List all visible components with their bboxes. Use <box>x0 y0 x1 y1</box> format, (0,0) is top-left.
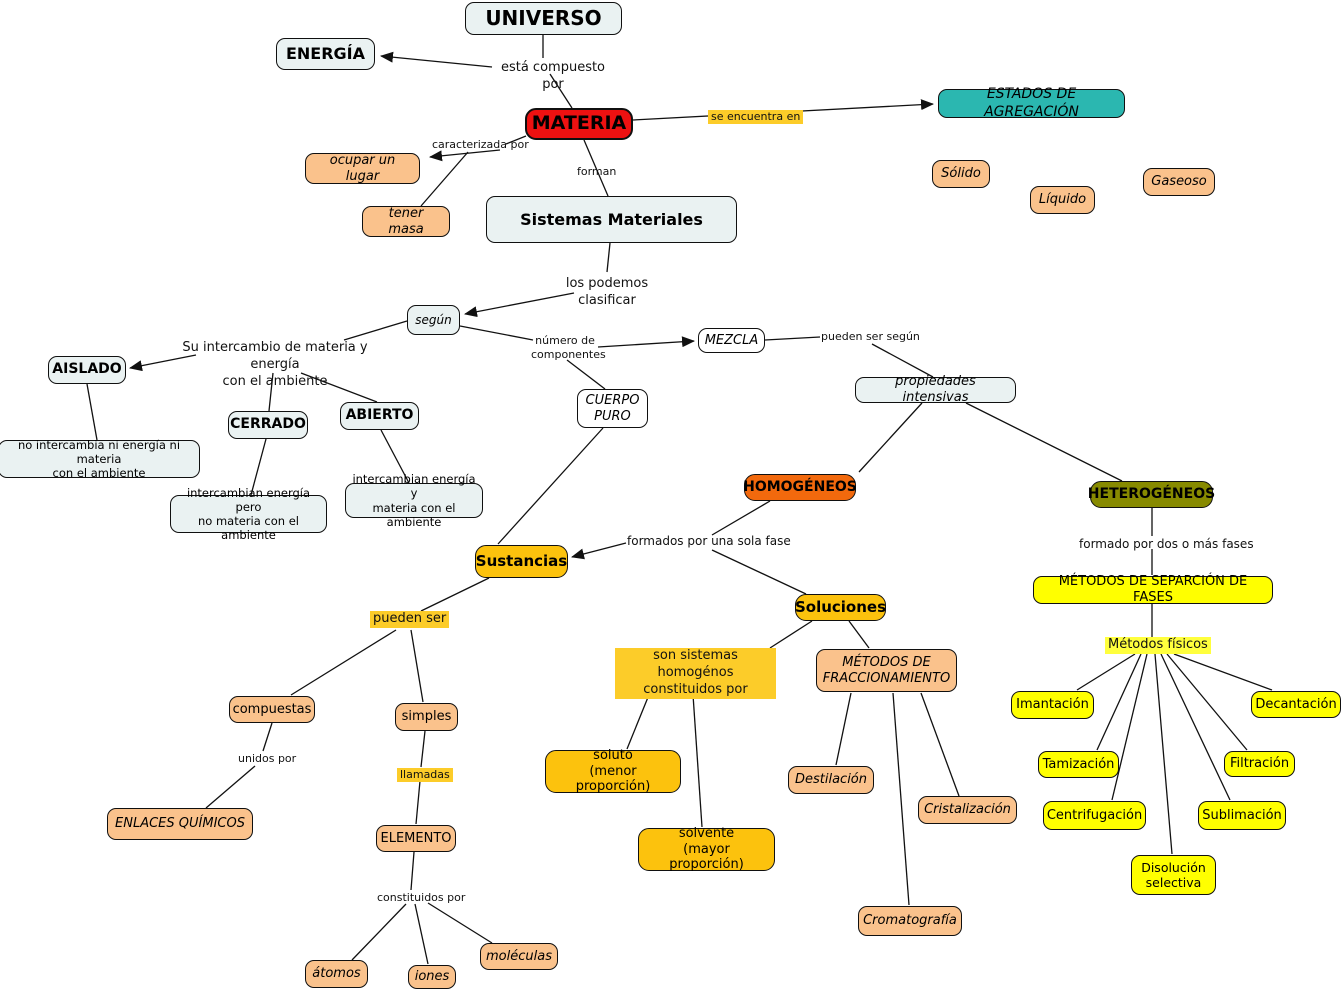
node-solvente[interactable]: solvente (mayor proporción) <box>638 826 775 872</box>
edge-label-esta-compuesto-por: está compuesto por <box>500 60 606 92</box>
node-metodos-de-fraccionamiento[interactable]: MÉTODOS DE FRACCIONAMIENTO <box>816 649 957 692</box>
node-cristalizacion[interactable]: Cristalización <box>918 796 1017 824</box>
edge-label-caracterizada-por: caracterizada por <box>432 138 529 151</box>
node-cromatografia[interactable]: Cromatografía <box>858 906 962 936</box>
node-centrifugacion[interactable]: Centrifugación <box>1043 801 1146 830</box>
edge-label-formados-por-una-sola-fase: formados por una sola fase <box>627 534 791 548</box>
edge-label-metodos-fisicos: Métodos físicos <box>1105 637 1211 654</box>
node-abierto-desc[interactable]: intercambian energía y materia con el am… <box>345 472 483 529</box>
node-propiedades-intensivas[interactable]: propiedades intensivas <box>855 374 1016 405</box>
node-sustancias[interactable]: Sustancias <box>475 545 568 578</box>
node-tamizacion[interactable]: Tamización <box>1038 751 1119 778</box>
node-aislado-desc[interactable]: no intercambia ni energía ni materia con… <box>0 438 200 480</box>
node-universo[interactable]: UNIVERSO <box>465 2 622 35</box>
node-imantacion[interactable]: Imantación <box>1011 691 1094 719</box>
node-filtracion[interactable]: Filtración <box>1224 751 1295 777</box>
edges-group <box>86 35 1273 965</box>
edge-label-los-podemos-clasificar: los podemos clasificar <box>565 276 649 308</box>
node-ocupar-un-lugar[interactable]: ocupar un lugar <box>305 153 420 184</box>
node-atomos[interactable]: átomos <box>305 960 368 988</box>
node-gaseoso[interactable]: Gaseoso <box>1143 168 1215 196</box>
node-metodos-de-separcion-de-fases[interactable]: MÉTODOS DE SEPARCIÓN DE FASES <box>1033 574 1273 605</box>
edge-label-forman: forman <box>577 165 617 178</box>
node-heterogeneos[interactable]: HETEROGÉNEOS <box>1088 481 1215 508</box>
edge-label-su-intercambio: Su intercambio de materia y energía con … <box>182 340 368 389</box>
node-sistemas-materiales[interactable]: Sistemas Materiales <box>486 196 737 243</box>
node-iones[interactable]: iones <box>408 965 456 989</box>
node-elemento[interactable]: ELEMENTO <box>376 825 456 852</box>
node-tener-masa[interactable]: tener masa <box>362 206 450 237</box>
node-cuerpo-puro[interactable]: CUERPO PURO <box>577 389 648 428</box>
node-destilacion[interactable]: Destilación <box>788 766 874 794</box>
edge-label-llamadas: llamadas <box>397 768 453 783</box>
node-cerrado-desc[interactable]: intercambian energía pero no materia con… <box>170 486 327 542</box>
node-enlaces-quimicos[interactable]: ENLACES QUÍMICOS <box>107 808 253 840</box>
node-disolucion-selectiva[interactable]: Disolución selectiva <box>1131 855 1216 895</box>
node-sublimacion[interactable]: Sublimación <box>1198 801 1286 830</box>
node-aislado[interactable]: AISLADO <box>48 356 126 384</box>
node-solido[interactable]: Sólido <box>932 160 990 188</box>
edge-label-pueden-ser-segun: pueden ser según <box>821 330 920 343</box>
edge-label-formado-por-dos-o-mas-fases: formado por dos o más fases <box>1079 537 1254 551</box>
node-soluto[interactable]: soluto (menor proporción) <box>545 748 681 794</box>
edge-label-se-encuentra-en: se encuentra en <box>708 110 804 125</box>
edge-label-pueden-ser: pueden ser <box>370 611 450 628</box>
edge-label-numero-de-componentes: número de componentes <box>531 334 606 362</box>
node-soluciones[interactable]: Soluciones <box>795 594 886 621</box>
node-homogeneos[interactable]: HOMOGÉNEOS <box>743 474 857 501</box>
node-compuestas[interactable]: compuestas <box>229 696 315 723</box>
node-segun[interactable]: según <box>407 305 460 335</box>
node-mezcla[interactable]: MEZCLA <box>698 328 765 353</box>
node-simples[interactable]: simples <box>395 703 458 731</box>
node-energia[interactable]: ENERGÍA <box>276 38 375 70</box>
node-abierto[interactable]: ABIERTO <box>340 402 419 430</box>
node-cerrado[interactable]: CERRADO <box>228 411 308 439</box>
node-materia[interactable]: MATERIA <box>525 108 633 140</box>
node-estados-de-agregacion[interactable]: ESTADOS DE AGREGACIÓN <box>938 86 1125 120</box>
node-decantacion[interactable]: Decantación <box>1251 691 1341 718</box>
edge-label-son-sistemas-homogenos: son sistemas homogénos constituidos por <box>615 648 776 699</box>
edge-label-unidos-por: unidos por <box>238 752 297 765</box>
node-moleculas[interactable]: moléculas <box>480 943 558 970</box>
node-liquido[interactable]: Líquido <box>1030 186 1095 214</box>
edge-label-constituidos-por: constituidos por <box>377 891 466 904</box>
